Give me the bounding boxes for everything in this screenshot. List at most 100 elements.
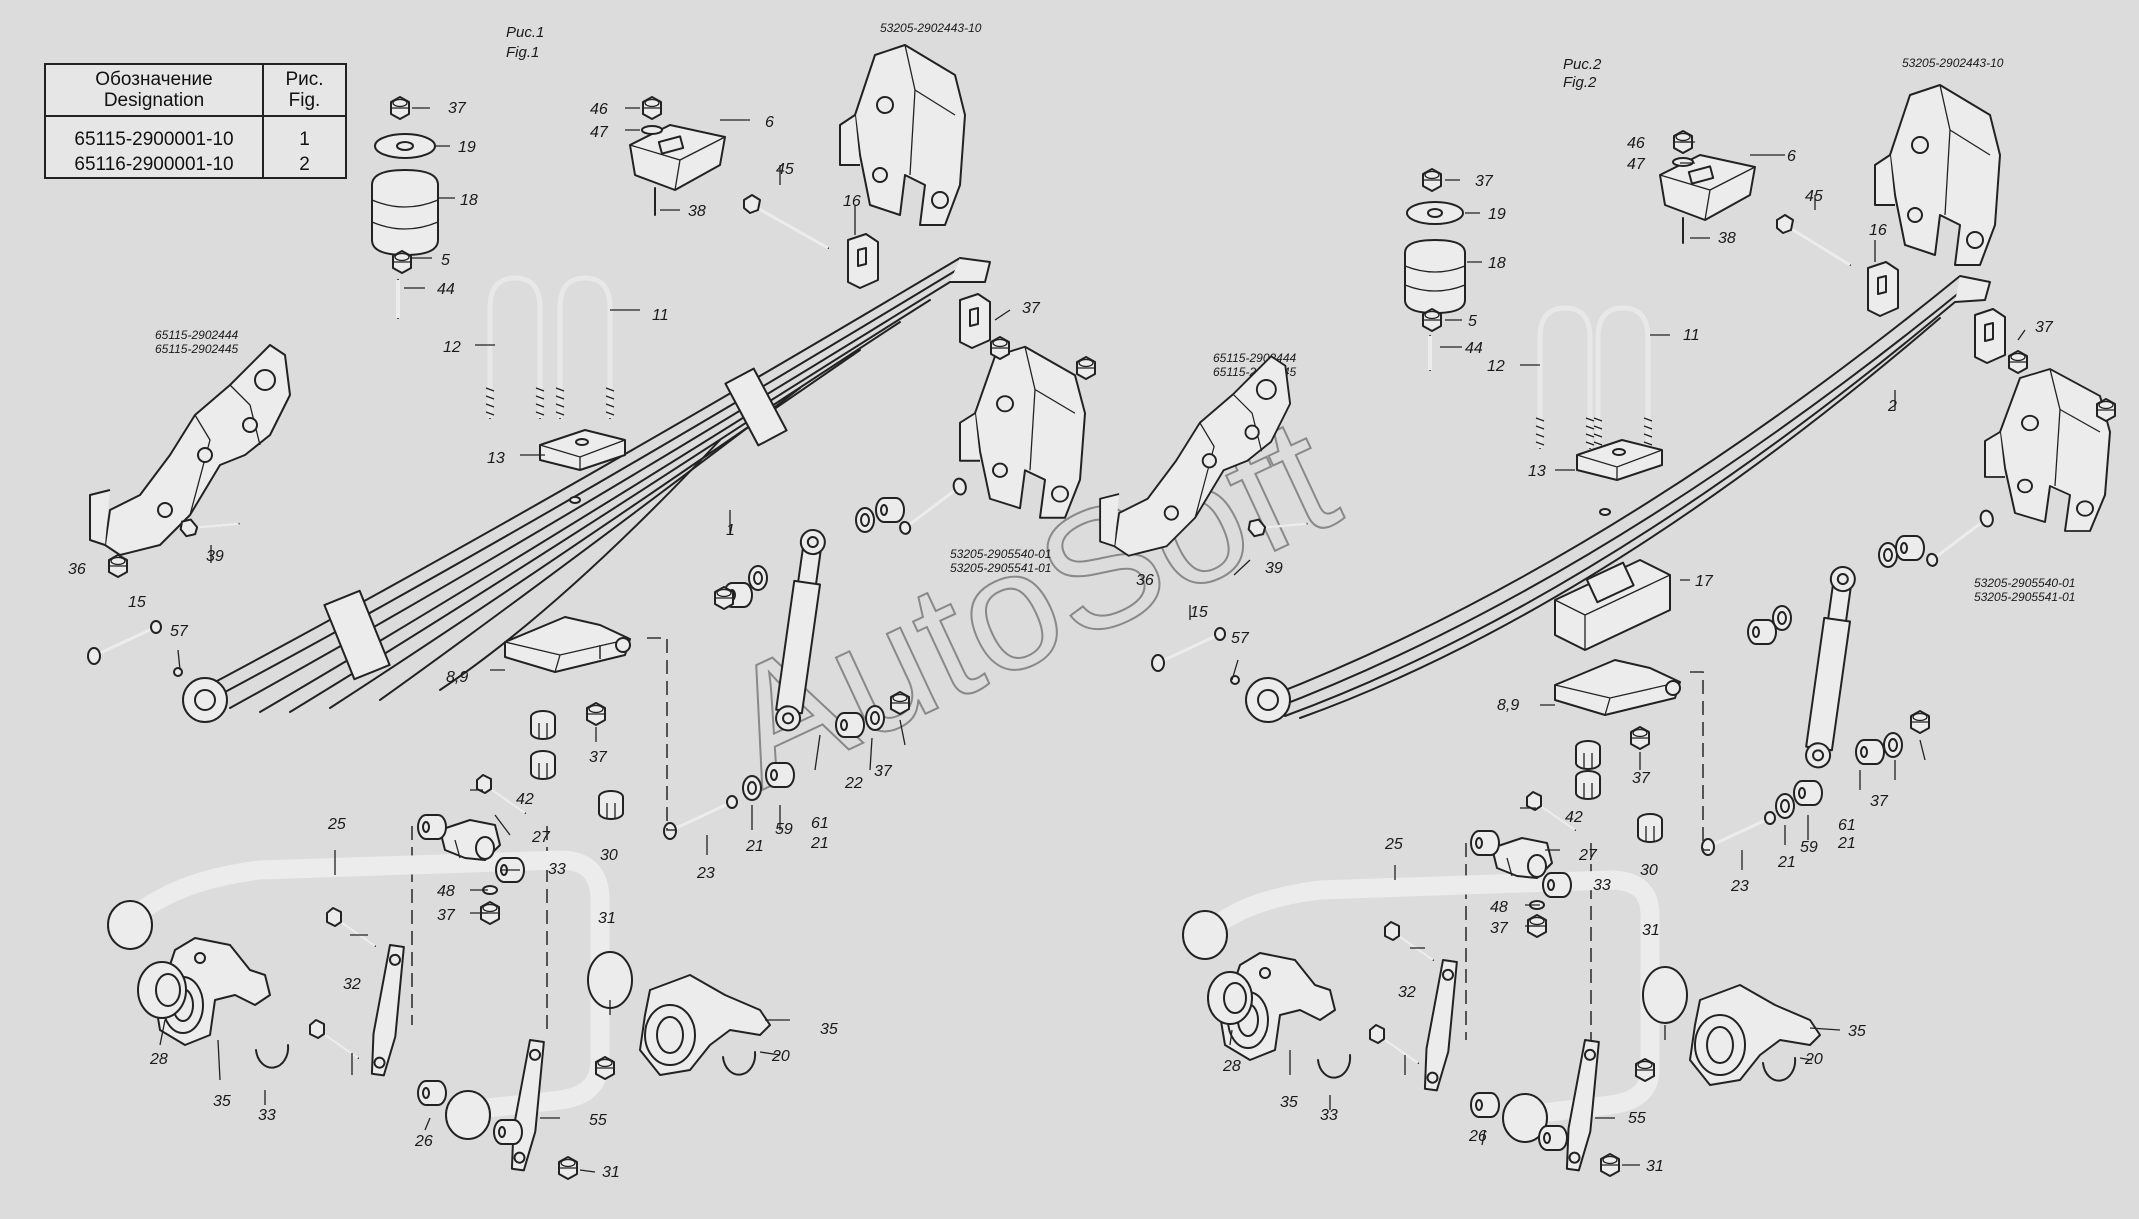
fig1-clip-16b: [959, 293, 991, 349]
callout-37: 37: [1870, 793, 1889, 810]
designation-header-en: Designation: [103, 90, 205, 111]
callout-35: 35: [820, 1021, 838, 1038]
fig2-left-bracket-number-b: 65115-2902445: [1213, 365, 1297, 379]
callout-38: 38: [1718, 230, 1736, 247]
callout-12: 12: [1487, 358, 1505, 375]
figure-2: Рис.2 Fig.2 53205-2902443-10 65115-29024…: [1099, 56, 2116, 1177]
designation-header-ru: Обозначение: [95, 69, 213, 90]
fig2-shock-absorber: [1802, 564, 1859, 771]
callout-22: 22: [844, 775, 863, 792]
callout-46: 46: [590, 101, 608, 118]
callout-37: 37: [1490, 920, 1509, 937]
fig1-left-bracket: [89, 344, 291, 556]
fig1-u-bolt-b: [556, 278, 614, 418]
fig1-clip-16: [847, 233, 879, 289]
callout-46: 46: [1627, 135, 1645, 152]
callout-25: 25: [1384, 836, 1403, 853]
figure-1: Рис.1 Fig.1 53205-2902443-10 65115-29024…: [68, 21, 1096, 1181]
fig1-pad-13: [539, 429, 626, 471]
fig2-left-bracket-number-a: 65115-2902444: [1213, 351, 1297, 365]
callout-8-9: 8,9: [1497, 697, 1519, 714]
callout-27: 27: [1578, 847, 1598, 864]
fig2-caption-en: Fig.2: [1563, 74, 1597, 91]
fig2-mount-pad: [1659, 154, 1756, 221]
callout-21: 21: [745, 838, 764, 855]
fig2-clamp-27: [1491, 837, 1553, 879]
callout-33: 33: [1320, 1107, 1338, 1124]
callout-30: 30: [1640, 862, 1658, 879]
leaf-spring-2: [1245, 275, 1991, 723]
table-row: 65115-2900001-10 1: [44, 116, 347, 152]
callout-45: 45: [776, 161, 794, 178]
callout-33: 33: [258, 1107, 276, 1124]
watermark: AutoSoft: [698, 380, 1362, 823]
fig2-shock-bracket-number-a: 53205-2905540-01: [1974, 576, 2075, 590]
designation-table: Обозначение Designation Рис. Fig. 65115-…: [44, 63, 347, 179]
fig1-top-bracket: [839, 44, 966, 226]
callout-35: 35: [213, 1093, 231, 1110]
callout-11: 11: [1683, 327, 1700, 344]
fig1-u-bolt-a: [486, 278, 544, 418]
fig2-u-bolt-a: [1536, 308, 1594, 448]
fig-header-en: Fig.: [288, 90, 321, 111]
callout-44: 44: [1465, 340, 1483, 357]
callout-17: 17: [1695, 573, 1714, 590]
callout-33: 33: [1593, 877, 1611, 894]
callout-16: 16: [843, 193, 861, 210]
callout-32: 32: [1398, 984, 1416, 1001]
callout-42: 42: [516, 791, 534, 808]
callout-8-9: 8,9: [446, 669, 468, 686]
fig1-shock-absorber: [772, 527, 829, 734]
callout-37: 37: [2035, 319, 2054, 336]
callout-23: 23: [1730, 878, 1749, 895]
callout-19: 19: [458, 139, 476, 156]
fig1-shock-bracket: [959, 345, 1086, 519]
callout-31: 31: [1646, 1158, 1664, 1175]
fig1-bump-stop: [371, 96, 439, 319]
callout-35: 35: [1848, 1023, 1866, 1040]
fig2-stabilizer-bar: [1182, 870, 1660, 1143]
fig1-mount-pad: [629, 124, 726, 191]
callout-12: 12: [443, 339, 461, 356]
callout-5: 5: [441, 252, 450, 269]
callout-20: 20: [1804, 1051, 1823, 1068]
fig2-arm-29: [1689, 984, 1821, 1086]
fig2-left-bracket: [1099, 355, 1292, 557]
callout-31: 31: [1642, 922, 1660, 939]
callout-30: 30: [600, 847, 618, 864]
callout-45: 45: [1805, 188, 1823, 205]
callout-18: 18: [1488, 255, 1506, 272]
fig2-clip-16: [1867, 261, 1899, 317]
fig1-caption-en: Fig.1: [506, 44, 539, 61]
fig1-caption-ru: Рис.1: [506, 24, 544, 41]
callout-61: 61: [1838, 817, 1856, 834]
callout-39: 39: [206, 548, 224, 565]
fig1-left-bracket-number-b: 65115-2902445: [155, 342, 239, 356]
callout-61: 61: [811, 815, 829, 832]
callout-47: 47: [1627, 156, 1646, 173]
fig2-shock-bracket: [1984, 368, 2111, 532]
fig-header: Рис. Fig.: [262, 63, 347, 117]
callout-55: 55: [1628, 1110, 1646, 1127]
fig1-arm-29: [639, 974, 771, 1076]
fig1-left-bracket-number-a: 65115-2902444: [155, 328, 239, 342]
fig1-clamp-27: [439, 819, 501, 861]
callout-35: 35: [1280, 1094, 1298, 1111]
callout-47: 47: [590, 124, 609, 141]
callout-5: 5: [1468, 313, 1477, 330]
callout-21: 21: [1777, 854, 1796, 871]
fig2-top-bracket: [1874, 84, 2001, 266]
callout-37: 37: [1475, 173, 1494, 190]
fig1-callouts: 37 19 18 5 44 46 47 6 38 45 16 11 12 13 …: [68, 100, 1041, 1181]
callout-38: 38: [688, 203, 706, 220]
callout-23: 23: [696, 865, 715, 882]
callout-21: 21: [1837, 835, 1856, 852]
callout-44: 44: [437, 281, 455, 298]
callout-20: 20: [771, 1048, 790, 1065]
fig1-top-bracket-number: 53205-2902443-10: [880, 21, 982, 35]
callout-37: 37: [874, 763, 893, 780]
callout-31: 31: [602, 1164, 620, 1181]
callout-25: 25: [327, 816, 346, 833]
fig2-shock-bracket-number-b: 53205-2905541-01: [1974, 590, 2075, 604]
